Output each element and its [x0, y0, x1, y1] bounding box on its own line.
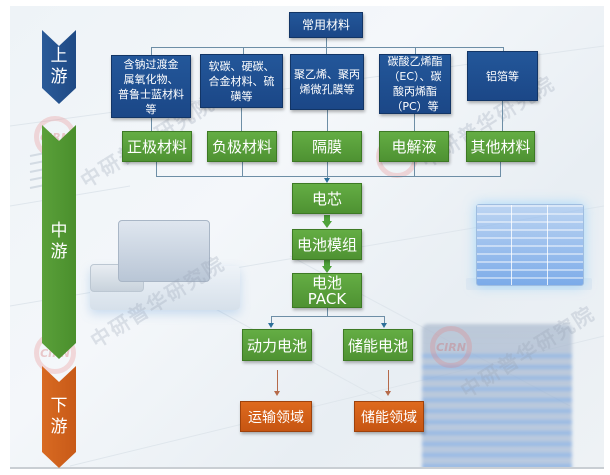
transport-application-box: 运输领域 — [240, 401, 312, 432]
arrow-head-icon — [385, 391, 391, 396]
stage-downstream-chevron: 下 游 — [42, 366, 76, 468]
connector-line — [151, 47, 152, 55]
component-box-other: 其他材料 — [466, 131, 535, 162]
arrow-down-icon — [322, 260, 332, 273]
stage-midstream-chevron: 中 游 — [42, 125, 76, 359]
box-label-line: （EC）、碳 — [388, 70, 442, 83]
box-label: 负极材料 — [211, 138, 272, 156]
storage-battery-box: 储能电池 — [343, 329, 413, 361]
component-box-electrolyte: 电解液 — [379, 131, 449, 162]
box-label: 电芯 — [311, 190, 342, 208]
box-label: 隔膜 — [311, 138, 342, 156]
box-label-line: 铝箔等 — [486, 69, 519, 83]
connector-line — [243, 47, 244, 55]
connector-line — [151, 47, 504, 48]
stage-label: 上 — [50, 46, 68, 66]
box-label-line: 属氧化物、 — [123, 72, 179, 86]
box-label: 储能领域 — [361, 409, 417, 426]
root-materials-box: 常用材料 — [289, 12, 363, 38]
box-label: 常用材料 — [301, 17, 350, 32]
cell-box: 电芯 — [292, 183, 362, 214]
connector-line — [327, 110, 328, 132]
box-label: 储能电池 — [347, 336, 408, 355]
material-box-anode: 软碳、硬碳、 合金材料、硫 磺等 — [200, 54, 283, 108]
connector-line — [156, 162, 157, 176]
pack-box: 电池 PACK — [292, 273, 362, 308]
box-label: 电解液 — [391, 138, 437, 156]
connector-line — [271, 316, 272, 324]
arrow-down-icon — [322, 215, 332, 228]
box-label-line: 合金材料、硫 — [208, 74, 275, 88]
box-label: 运输领域 — [248, 409, 304, 426]
connector-line — [388, 370, 389, 392]
box-label-line: 软碳、硬碳、 — [208, 59, 275, 73]
connector-line — [500, 162, 501, 176]
arrow-head-icon — [274, 391, 280, 396]
box-label-line: 等 — [145, 102, 157, 116]
component-box-separator: 隔膜 — [292, 131, 362, 162]
connector-line — [384, 316, 385, 324]
box-label-line: 电池 — [311, 273, 342, 292]
battery-illustration-left — [118, 220, 210, 282]
material-box-cathode: 含钠过渡金 属氧化物、 普鲁士蓝材料 等 — [111, 55, 191, 118]
stage-label: 中 — [50, 221, 68, 241]
battery-pack-illustration-right — [476, 204, 584, 286]
component-box-anode: 负极材料 — [207, 131, 277, 162]
connector-line — [242, 162, 243, 176]
arrow-head-icon — [324, 178, 330, 183]
component-box-cathode: 正极材料 — [122, 131, 192, 162]
connector-line — [326, 47, 327, 55]
connector-line — [327, 162, 328, 179]
box-label: 其他材料 — [470, 138, 531, 156]
connector-line — [414, 114, 415, 132]
connector-line — [271, 316, 385, 317]
stage-label: 游 — [50, 417, 68, 437]
material-box-separator: 聚乙烯、聚丙 烯微孔膜等 — [290, 54, 364, 110]
box-label-line: 碳酸乙烯酯 — [387, 55, 443, 68]
bottom-border — [10, 467, 604, 469]
box-label-line: （PC）等 — [391, 100, 439, 113]
connector-line — [156, 176, 501, 177]
arrow-head-icon — [268, 323, 274, 328]
storage-application-box: 储能领域 — [354, 401, 424, 432]
box-label-line: PACK — [307, 289, 347, 308]
stage-label: 游 — [50, 242, 68, 262]
connector-line — [502, 101, 503, 132]
connector-line — [415, 47, 416, 55]
module-box: 电池模组 — [292, 229, 362, 260]
power-battery-box: 动力电池 — [242, 329, 312, 361]
box-label-line: 酸丙烯酯 — [393, 85, 437, 98]
box-label-line: 磺等 — [230, 89, 253, 103]
box-label-line: 普鲁士蓝材料 — [118, 87, 184, 101]
box-label: 正极材料 — [126, 138, 187, 156]
watermark-logo: CIRN — [430, 326, 472, 368]
connector-line — [277, 370, 278, 392]
box-label: 电池模组 — [296, 236, 357, 254]
box-label: 动力电池 — [246, 336, 307, 355]
connector-line — [326, 38, 327, 48]
arrow-head-icon — [381, 323, 387, 328]
connector-line — [241, 108, 242, 132]
stage-label: 游 — [50, 67, 68, 87]
material-box-electrolyte: 碳酸乙烯酯 （EC）、碳 酸丙烯酯 （PC）等 — [379, 54, 451, 114]
connector-line — [327, 308, 328, 316]
box-label-line: 烯微孔膜等 — [299, 83, 355, 96]
connector-line — [414, 162, 415, 176]
stage-label: 下 — [50, 396, 68, 416]
box-label-line: 聚乙烯、聚丙 — [294, 68, 360, 81]
material-box-other: 铝箔等 — [467, 51, 538, 101]
battery-illustration-bottom — [422, 324, 572, 468]
connector-line — [151, 118, 152, 132]
box-label-line: 含钠过渡金 — [123, 57, 179, 71]
